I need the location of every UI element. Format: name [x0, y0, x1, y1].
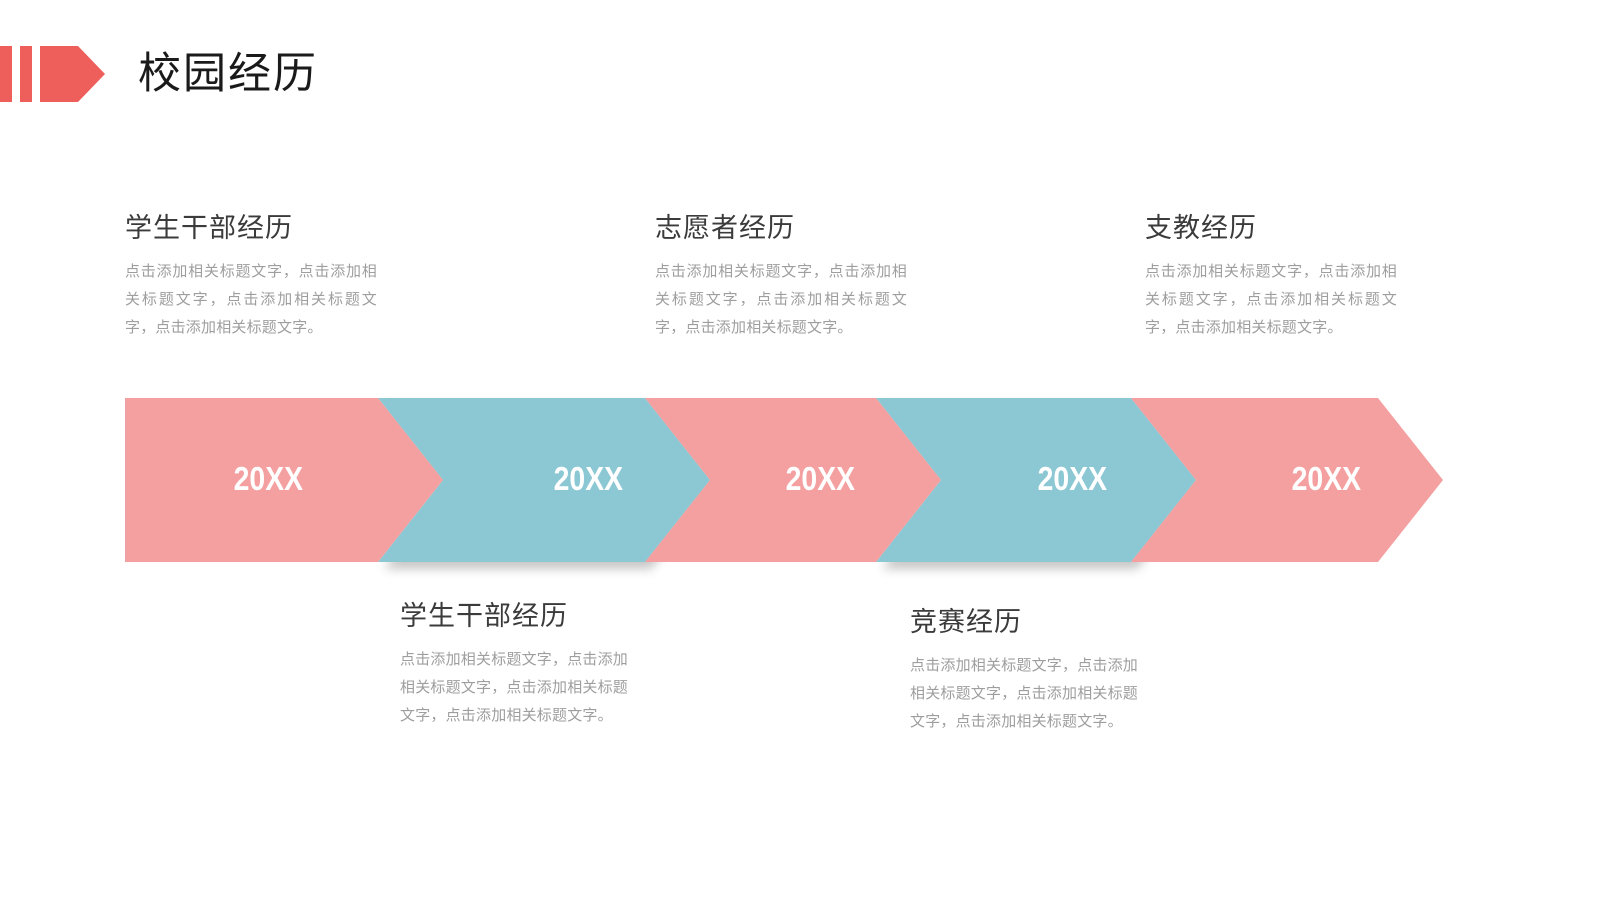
info-block-top-2: 志愿者经历 点击添加相关标题文字，点击添加相关标题文字，点击添加相关标题文字，点…	[655, 212, 907, 342]
info-block-bottom-2: 竞赛经历 点击添加相关标题文字，点击添加相关标题文字，点击添加相关标题文字，点击…	[910, 606, 1162, 736]
timeline-step-3-label: 20XX	[785, 460, 856, 497]
info-block-title: 学生干部经历	[125, 213, 293, 243]
info-block-body: 点击添加相关标题文字，点击添加相关标题文字，点击添加相关标题文字，点击添加相关标…	[400, 651, 629, 724]
info-block-body: 点击添加相关标题文字，点击添加相关标题文字，点击添加相关标题文字，点击添加相关标…	[655, 263, 907, 336]
info-block-title: 学生干部经历	[400, 601, 568, 631]
info-block-title: 支教经历	[1145, 213, 1257, 243]
info-block-bottom-1: 学生干部经历 点击添加相关标题文字，点击添加相关标题文字，点击添加相关标题文字，…	[400, 600, 652, 730]
page-title: 校园经历	[138, 49, 318, 98]
timeline-step-1-label: 20XX	[233, 460, 304, 497]
info-block-title: 志愿者经历	[655, 213, 795, 243]
timeline-step-5-shape	[1131, 398, 1443, 562]
timeline-step-2-shape	[378, 398, 710, 562]
info-block-title: 竞赛经历	[910, 607, 1022, 637]
info-block-top-3: 支教经历 点击添加相关标题文字，点击添加相关标题文字，点击添加相关标题文字，点击…	[1145, 212, 1397, 342]
slide-header: 校园经历	[0, 44, 318, 104]
info-block-top-1: 学生干部经历 点击添加相关标题文字，点击添加相关标题文字，点击添加相关标题文字，…	[125, 212, 377, 342]
timeline-step-2-label: 20XX	[553, 460, 624, 497]
info-block-body: 点击添加相关标题文字，点击添加相关标题文字，点击添加相关标题文字，点击添加相关标…	[1145, 263, 1397, 336]
info-block-body: 点击添加相关标题文字，点击添加相关标题文字，点击添加相关标题文字，点击添加相关标…	[910, 657, 1139, 730]
info-block-body: 点击添加相关标题文字，点击添加相关标题文字，点击添加相关标题文字，点击添加相关标…	[125, 263, 377, 336]
timeline-step-5-label: 20XX	[1291, 460, 1362, 497]
timeline-step-4-label: 20XX	[1037, 460, 1108, 497]
timeline-step-4-shape	[876, 398, 1196, 562]
arrow-right-bars-icon	[0, 46, 110, 102]
